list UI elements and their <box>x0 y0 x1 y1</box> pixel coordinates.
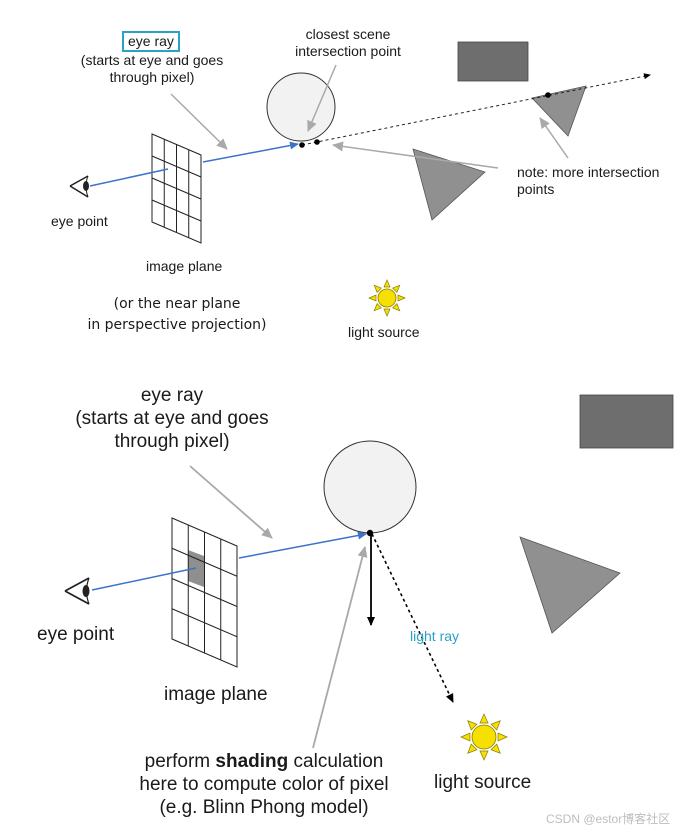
shading-line-1a: perform <box>144 751 216 772</box>
light-ray-label: light ray <box>410 628 460 644</box>
top-callout-eye-ray <box>170 93 228 150</box>
bottom-callout-shading <box>312 546 368 749</box>
top-light-source-label: light source <box>348 324 420 340</box>
top-eye-icon <box>69 175 89 198</box>
top-scene-triangle-large <box>412 148 486 221</box>
bottom-eye-ray-continued <box>238 531 367 559</box>
top-ray-extension <box>301 73 651 146</box>
top-note-line-1: note: more intersection <box>517 164 660 180</box>
bottom-diagram <box>64 394 674 761</box>
top-scene-rectangle <box>457 41 529 82</box>
top-closest-line-1: closest scene <box>305 26 391 42</box>
bottom-sun-icon <box>460 713 508 761</box>
top-eye-ray <box>89 168 169 187</box>
top-image-plane-label: image plane <box>146 258 223 274</box>
top-eye-point-label: eye point <box>51 213 108 229</box>
bottom-eye-icon <box>64 577 90 605</box>
bottom-eye-ray <box>91 567 197 591</box>
bottom-eye-ray-desc-line-1: (starts at eye and goes <box>75 408 269 429</box>
top-note-label: note: more intersection points <box>517 164 659 198</box>
shading-emphasis: shading <box>215 751 289 772</box>
top-eye-ray-label: eye ray <box>122 31 180 52</box>
top-eye-ray-desc-line-1: (starts at eye and goes <box>80 52 224 68</box>
bottom-scene-sphere <box>323 440 417 534</box>
top-intersection-point-3 <box>545 92 551 98</box>
top-eye-ray-description: (starts at eye and goes through pixel) <box>62 52 242 86</box>
top-near-plane-line-2: in perspective projection) <box>87 317 267 333</box>
top-intersection-point-1 <box>299 142 305 148</box>
top-closest-intersection-label: closest scene intersection point <box>276 26 420 60</box>
shading-label: perform shading calculation here to comp… <box>108 750 420 819</box>
watermark: CSDN @estor博客社区 <box>546 812 671 826</box>
top-scene-sphere <box>266 72 336 142</box>
bottom-scene-triangle <box>519 536 621 634</box>
bottom-eye-point-label: eye point <box>37 624 115 645</box>
top-intersection-point-2 <box>314 139 320 145</box>
top-scene-triangle-small <box>531 85 587 137</box>
top-near-plane-line-1: (or the near plane <box>113 296 241 312</box>
bottom-eye-ray-title: eye ray <box>140 385 204 406</box>
light-ray <box>371 533 454 703</box>
top-near-plane-label: (or the near plane in perspective projec… <box>62 294 292 336</box>
top-callout-note-2 <box>539 117 569 159</box>
top-sun-icon <box>368 279 406 317</box>
top-eye-ray-desc-line-2: through pixel) <box>109 69 195 85</box>
shading-line-1: perform shading calculation <box>108 750 420 773</box>
top-closest-line-2: intersection point <box>295 43 401 59</box>
shading-line-3: (e.g. Blinn Phong model) <box>159 797 369 818</box>
bottom-image-plane-label: image plane <box>164 684 268 705</box>
bottom-callout-eye-ray <box>189 465 273 539</box>
top-note-line-2: points <box>517 181 555 197</box>
bottom-light-source-label: light source <box>434 772 532 793</box>
top-callout-note-1 <box>332 141 499 169</box>
bottom-scene-rectangle <box>579 394 674 449</box>
bottom-eye-ray-desc-line-2: through pixel) <box>114 431 230 452</box>
top-eye-ray-continued <box>202 141 299 163</box>
shading-line-1c: calculation <box>288 751 384 772</box>
top-callout-closest <box>307 64 337 132</box>
bottom-eye-ray-label: eye ray (starts at eye and goes through … <box>42 384 302 453</box>
bottom-image-plane-grid <box>171 517 238 668</box>
shading-line-2: here to compute color of pixel <box>139 774 389 795</box>
top-image-plane-grid <box>151 133 202 244</box>
top-diagram <box>69 41 651 317</box>
